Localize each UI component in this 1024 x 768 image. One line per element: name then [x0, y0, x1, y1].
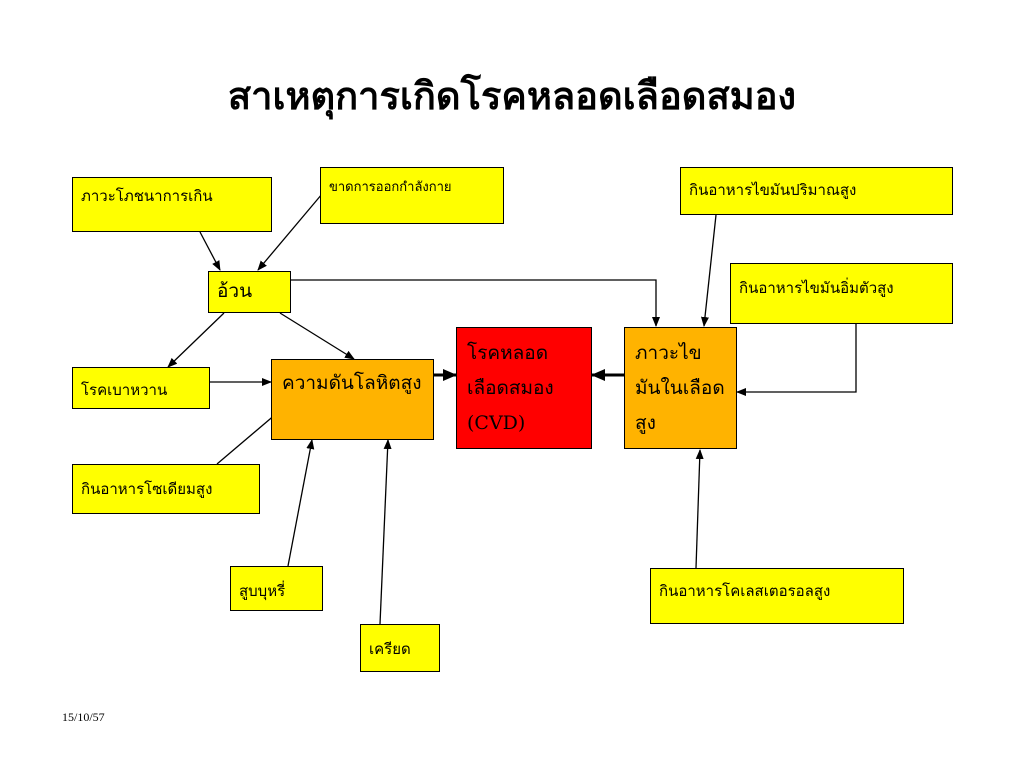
- node-hyperlipidemia-label: ภาวะไขมันในเลือดสูง: [635, 342, 725, 434]
- arrow-smoking-to-hypertension: [287, 439, 315, 567]
- node-obesity-label: อ้วน: [217, 280, 253, 302]
- arrow-fatamount-to-hyperlipidemia: [700, 214, 717, 327]
- node-smoking: สูบบุหรี่: [230, 566, 323, 611]
- node-obesity: อ้วน: [208, 271, 291, 313]
- node-diabetes-label: โรคเบาหวาน: [81, 381, 168, 399]
- node-diabetes: โรคเบาหวาน: [72, 367, 210, 409]
- node-high-fat-amount: กินอาหารไขมันปริมาณสูง: [680, 167, 953, 215]
- arrow-obesity-to-diabetes: [167, 312, 225, 368]
- node-high-sodium: กินอาหารโซเดียมสูง: [72, 464, 260, 514]
- arrow-obesity-to-hyperlipidemia: [291, 279, 660, 327]
- node-stress: เครียด: [360, 624, 440, 672]
- node-high-fat-amount-label: กินอาหารไขมันปริมาณสูง: [689, 181, 857, 199]
- node-cvd: โรคหลอดเลือดสมอง (CVD): [456, 327, 592, 449]
- node-hypertension: ความดันโลหิตสูง: [271, 359, 434, 440]
- arrow-obesity-to-hypertension: [279, 312, 355, 360]
- arrow-saturated-to-hyperlipidemia: [736, 324, 857, 396]
- arrow-cholesterol-to-hyperlipidemia: [695, 449, 704, 569]
- slide-title: สาเหตุการเกิดโรคหลอดเลือดสมอง: [227, 73, 797, 118]
- node-malnutrition: ภาวะโภชนาการเกิน: [72, 177, 272, 232]
- node-saturated-fat: กินอาหารไขมันอิ่มตัวสูง: [730, 263, 953, 324]
- arrow-exercise-to-obesity: [257, 193, 323, 271]
- node-cvd-label: โรคหลอดเลือดสมอง (CVD): [467, 342, 554, 434]
- arrow-malnutrition-to-obesity: [199, 231, 221, 271]
- node-cholesterol-label: กินอาหารโคเลสเตอรอลสูง: [659, 582, 831, 600]
- arrow-stress-to-hypertension: [379, 439, 392, 625]
- node-malnutrition-label: ภาวะโภชนาการเกิน: [81, 187, 213, 205]
- node-no-exercise-label: ขาดการออกกำลังกาย: [329, 180, 452, 195]
- node-hyperlipidemia: ภาวะไขมันในเลือดสูง: [624, 327, 737, 449]
- node-no-exercise: ขาดการออกกำลังกาย: [320, 167, 504, 224]
- footer-date: 15/10/57: [62, 710, 105, 724]
- node-stress-label: เครียด: [369, 640, 411, 658]
- node-cholesterol: กินอาหารโคเลสเตอรอลสูง: [650, 568, 904, 624]
- node-hypertension-label: ความดันโลหิตสูง: [282, 372, 422, 394]
- node-saturated-fat-label: กินอาหารไขมันอิ่มตัวสูง: [739, 279, 894, 297]
- node-smoking-label: สูบบุหรี่: [239, 582, 286, 600]
- node-high-sodium-label: กินอาหารโซเดียมสูง: [81, 480, 213, 498]
